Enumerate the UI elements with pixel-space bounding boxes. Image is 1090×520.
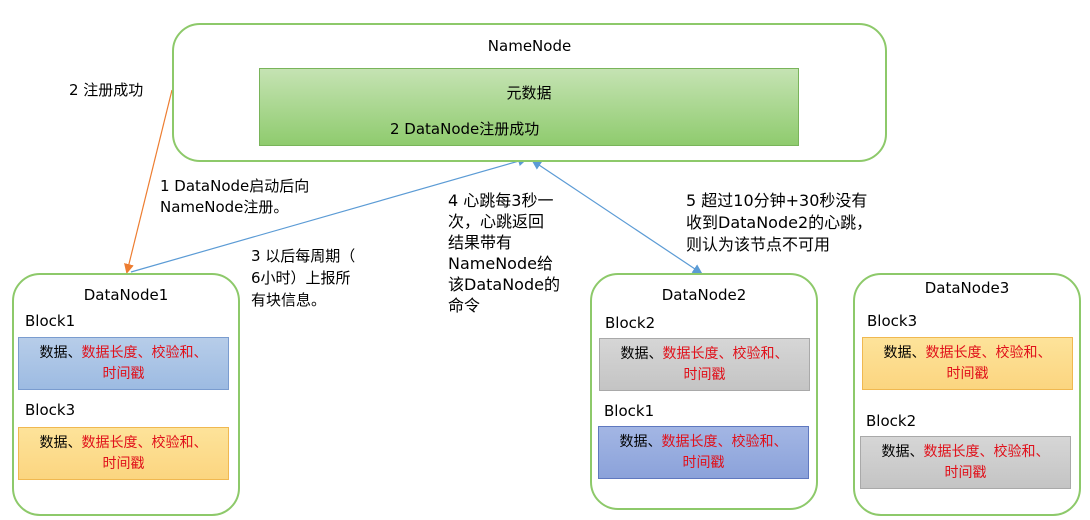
block-timestamp-text: 时间戳 <box>683 367 726 383</box>
datanode2-block-label-2: Block1 <box>604 402 655 420</box>
datanode2-block-label-1: Block2 <box>605 314 656 332</box>
block-data-text: 数据、 <box>881 444 924 460</box>
block-length-text: 数据长度、 <box>923 444 994 460</box>
datanode1-title: DataNode1 <box>83 286 169 304</box>
namenode-title: NameNode <box>487 37 572 55</box>
note-line: 结果带有 <box>448 233 513 252</box>
register-success-note: 2 注册成功 <box>69 81 144 99</box>
node-timeout-note: 5 超过10分钟+30秒没有 收到DataNode2的心跳， 则认为该节点不可用 <box>686 190 872 256</box>
datanode3-block-label-2: Block2 <box>866 412 917 430</box>
block-timestamp-text: 时间戳 <box>102 366 145 382</box>
block-timestamp-text: 时间戳 <box>944 465 987 481</box>
metadata-box: 元数据 2 DataNode注册成功 <box>259 68 799 146</box>
note-line: 有块信息。 <box>251 291 327 309</box>
note-line: NameNode给 <box>448 254 553 273</box>
block-data-text: 数据、 <box>619 434 662 450</box>
block-report-note: 3 以后每周期（ 6小时）上报所 有块信息。 <box>251 245 355 311</box>
note-line: 收到DataNode2的心跳， <box>686 213 873 232</box>
block-checksum-text: 校验和、 <box>732 346 789 362</box>
block-checksum-text: 校验和、 <box>731 434 788 450</box>
block-length-text: 数据长度、 <box>81 345 152 361</box>
note-line: 3 以后每周期（ <box>251 247 356 265</box>
block-timestamp-text: 时间戳 <box>682 455 725 471</box>
datanode1-block-2: 数据、数据长度、校验和、时间戳 <box>18 427 229 480</box>
datanode1-block-label-2: Block3 <box>25 401 76 419</box>
datanode3-block-1: 数据、数据长度、校验和、时间戳 <box>862 337 1073 390</box>
block-data-text: 数据、 <box>620 346 663 362</box>
note-line: 次，心跳返回 <box>448 212 545 231</box>
datanode2-block-1: 数据、数据长度、校验和、时间戳 <box>599 338 810 391</box>
block-length-text: 数据长度、 <box>661 434 732 450</box>
datanode2-title: DataNode2 <box>661 286 747 304</box>
datanode1-block-label-1: Block1 <box>25 312 76 330</box>
note-line: 6小时）上报所 <box>251 269 351 287</box>
note-line: 1 DataNode启动后向 <box>160 177 310 195</box>
datanode3-block-2: 数据、数据长度、校验和、时间戳 <box>860 436 1071 489</box>
metadata-label: 元数据 <box>506 84 552 102</box>
datanode1-block-1: 数据、数据长度、校验和、时间戳 <box>18 337 229 390</box>
register-success-label: 2 DataNode注册成功 <box>390 120 540 138</box>
heartbeat-note: 4 心跳每3秒一 次，心跳返回 结果带有 NameNode给 该DataNode… <box>448 190 560 316</box>
note-line: NameNode注册。 <box>160 198 289 216</box>
block-checksum-text: 校验和、 <box>993 444 1050 460</box>
startup-register-note: 1 DataNode启动后向 NameNode注册。 <box>160 176 309 218</box>
block-timestamp-text: 时间戳 <box>946 366 989 382</box>
block-timestamp-text: 时间戳 <box>102 456 145 472</box>
datanode2-block-2: 数据、数据长度、校验和、时间戳 <box>598 426 809 479</box>
block-length-text: 数据长度、 <box>662 346 733 362</box>
note-line: 该DataNode的 <box>448 275 560 294</box>
block-checksum-text: 校验和、 <box>151 435 208 451</box>
block-data-text: 数据、 <box>39 435 82 451</box>
note-line: 4 心跳每3秒一 <box>448 191 554 210</box>
datanode3-title: DataNode3 <box>924 279 1010 297</box>
note-line: 命令 <box>448 296 481 315</box>
datanode3-block-label-1: Block3 <box>867 312 918 330</box>
note-line: 则认为该节点不可用 <box>686 235 831 254</box>
block-checksum-text: 校验和、 <box>995 345 1052 361</box>
block-data-text: 数据、 <box>39 345 82 361</box>
block-length-text: 数据长度、 <box>925 345 996 361</box>
block-length-text: 数据长度、 <box>81 435 152 451</box>
block-checksum-text: 校验和、 <box>151 345 208 361</box>
block-data-text: 数据、 <box>883 345 926 361</box>
note-line: 5 超过10分钟+30秒没有 <box>686 191 868 210</box>
